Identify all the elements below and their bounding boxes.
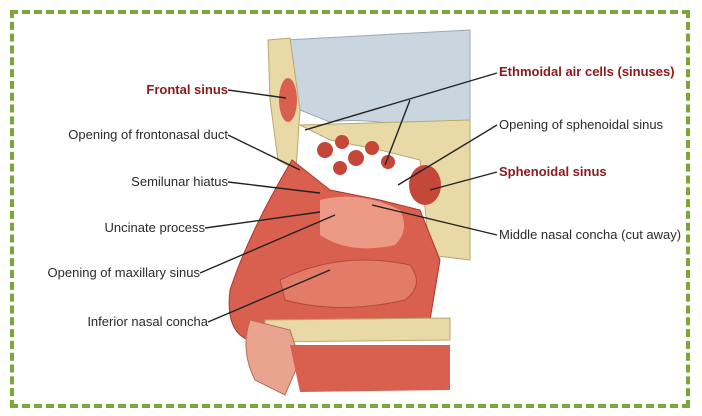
- label-frontonasal-duct: Opening of frontonasal duct: [68, 127, 228, 143]
- frontal-sinus-shape: [279, 78, 297, 122]
- label-middle-concha: Middle nasal concha (cut away): [499, 227, 681, 243]
- sphenoidal-sinus-shape: [409, 165, 441, 205]
- label-sphenoidal-sinus: Sphenoidal sinus: [499, 164, 607, 180]
- label-maxillary-opening: Opening of maxillary sinus: [48, 265, 200, 281]
- label-sphenoidal-opening: Opening of sphenoidal sinus: [499, 117, 663, 133]
- label-inferior-concha: Inferior nasal concha: [87, 314, 208, 330]
- cranial-cavity: [285, 30, 470, 131]
- label-ethmoidal-cells: Ethmoidal air cells (sinuses): [499, 64, 675, 80]
- label-frontal-sinus: Frontal sinus: [146, 82, 228, 98]
- oral-cavity: [290, 345, 450, 392]
- lateral-nasal-wall: [229, 160, 440, 340]
- label-uncinate-process: Uncinate process: [105, 220, 205, 236]
- label-semilunar-hiatus: Semilunar hiatus: [131, 174, 228, 190]
